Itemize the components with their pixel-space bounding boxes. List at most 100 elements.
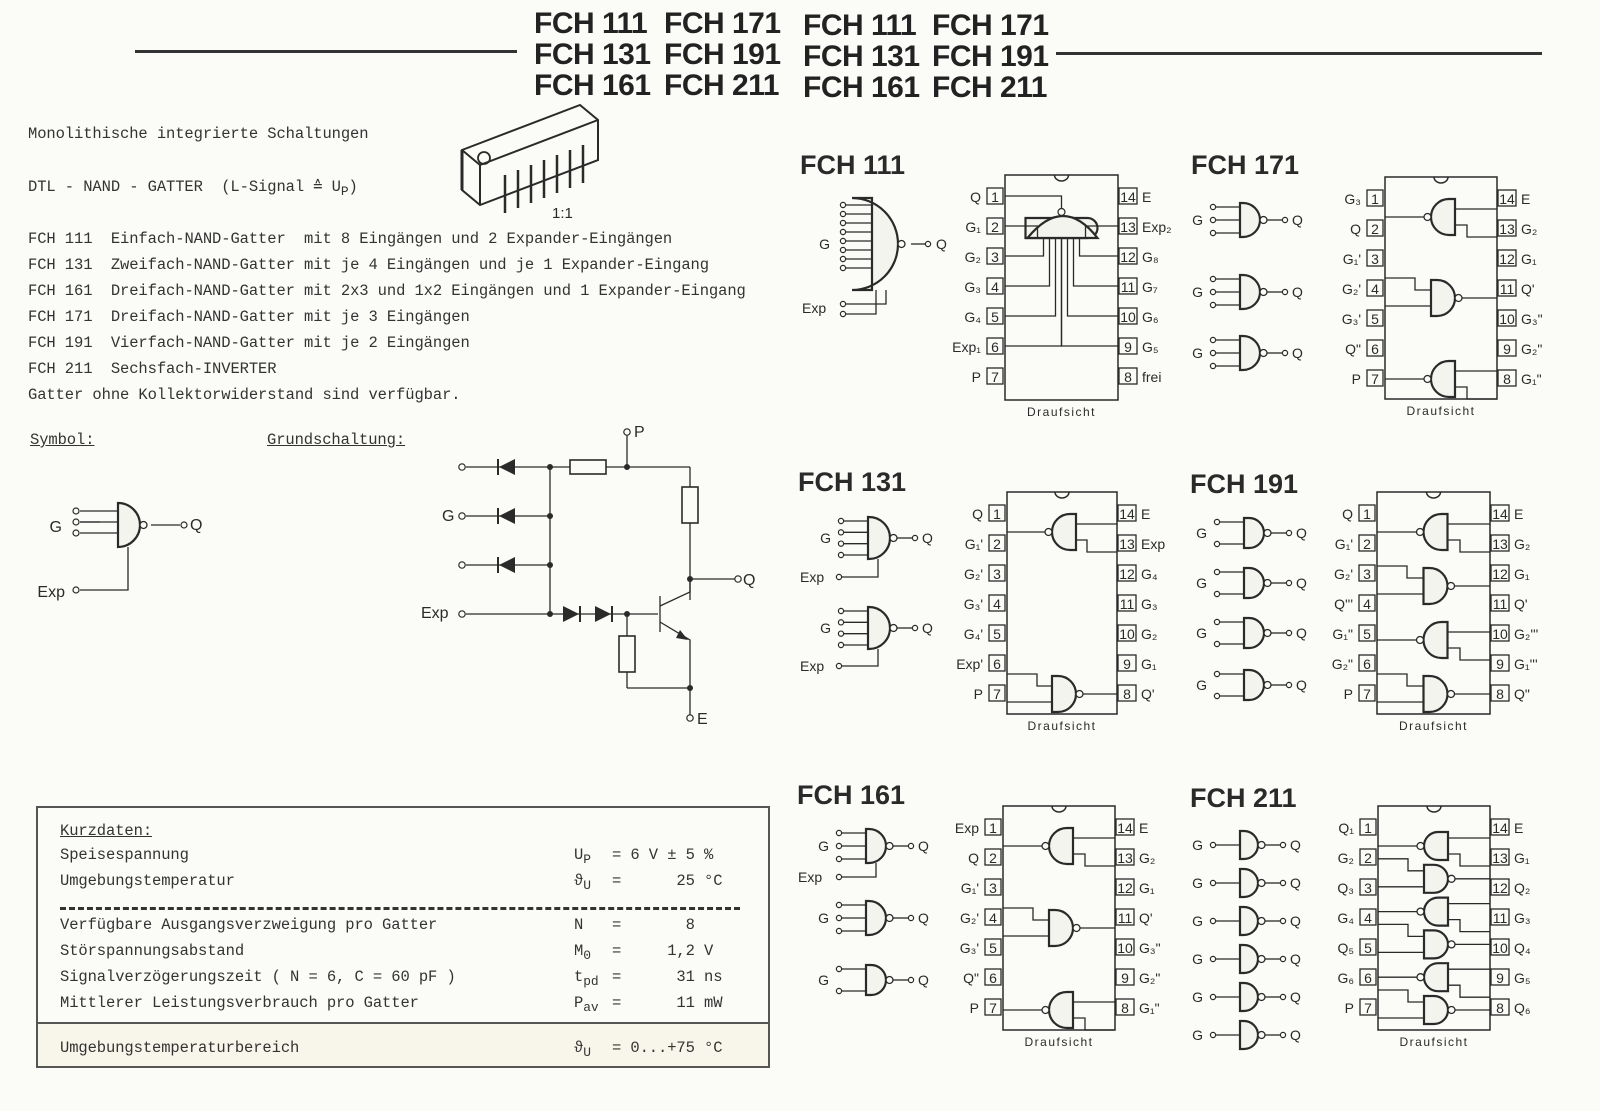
kurzdaten-box: Kurzdaten: — [36, 806, 770, 1068]
pin-label-right: G₂ — [1514, 536, 1530, 552]
gate-body — [1025, 214, 1100, 240]
pin-label-right: G₄ — [1141, 566, 1158, 582]
type-code: FCH 191 — [28, 334, 93, 352]
pin-number: 8 — [1503, 371, 1511, 387]
kurzdaten-heading: Kurzdaten: — [60, 822, 153, 840]
header-title-fch211: FCH 211 — [664, 69, 779, 102]
input-terminal — [458, 463, 466, 471]
pin-box-right — [1117, 504, 1137, 522]
input-terminal — [835, 855, 843, 863]
pin-label-right: Q' — [1514, 596, 1528, 612]
wire — [1448, 853, 1490, 867]
expander-label: Exp — [800, 658, 824, 674]
kurzdaten-row-symbol: ϑU — [574, 872, 591, 894]
transistor-collector — [659, 579, 691, 607]
pin-box-left — [984, 938, 1002, 956]
inversion-bubble — [1075, 689, 1084, 699]
expander-label: Exp — [798, 869, 822, 885]
pin-box-right — [1497, 369, 1517, 387]
pin-box-left — [986, 367, 1004, 385]
diode-triangle — [563, 606, 579, 622]
inversion-bubble — [1447, 940, 1456, 949]
input-terminal — [837, 607, 845, 615]
pin-box-right — [1490, 968, 1510, 986]
pin-number: 8 — [1124, 369, 1132, 385]
expander-label: Exp — [800, 569, 824, 585]
output-label-q: Q — [1292, 345, 1303, 361]
wire — [1005, 238, 1045, 257]
expander-terminal — [835, 873, 843, 881]
pin-number: 2 — [993, 536, 1001, 552]
nand-gate-icon — [1238, 867, 1266, 899]
nand-gate-icon — [1041, 826, 1075, 866]
pin-label-left: Q — [968, 850, 979, 866]
pin-label-left: Q" — [1345, 341, 1361, 357]
pin-label-left: Exp' — [956, 656, 983, 672]
output-label-q: Q — [1296, 575, 1307, 591]
chip-outline — [1376, 491, 1491, 715]
pin-number: 4 — [1363, 596, 1371, 612]
pin-label-left: Q — [972, 506, 983, 522]
input-label-g: G — [1192, 1027, 1203, 1043]
pin-number: 4 — [1371, 281, 1379, 297]
pin-number: 12 — [1117, 880, 1133, 896]
pin-label-right: Q' — [1521, 281, 1535, 297]
pin-label-left: G₃ — [964, 279, 981, 295]
pin-box-left — [1366, 309, 1384, 327]
inversion-bubble — [1423, 374, 1432, 384]
nand-gate-icon — [1422, 863, 1456, 894]
output-terminal — [1285, 681, 1293, 689]
diode-triangle — [499, 459, 515, 475]
nand-gate-icon — [1429, 278, 1463, 318]
nand-gate-icon — [1041, 990, 1075, 1030]
pin-label-left: P — [1344, 686, 1353, 702]
gate-body — [1238, 905, 1260, 937]
pin-box-right — [1118, 277, 1138, 295]
pin-label-right: G₆ — [1142, 309, 1159, 325]
circuit-heading: Grundschaltung: — [267, 431, 406, 449]
pin-label-right: Exp — [1141, 536, 1165, 552]
input-terminal — [1213, 590, 1221, 598]
expander-terminal — [839, 310, 847, 318]
type-row: FCH 171 Dreifach-NAND-Gatter mit je 3 Ei… — [28, 308, 470, 326]
inversion-bubble — [889, 533, 898, 543]
circuit-label-exp: Exp — [421, 605, 449, 622]
pin-box-left — [988, 624, 1006, 642]
terminal-q — [734, 575, 742, 583]
kurzdaten-row-label: Speisespannung — [60, 846, 189, 864]
input-terminal — [458, 561, 466, 569]
symbol-subscript: U — [583, 878, 591, 894]
input-terminal — [1209, 216, 1217, 224]
pin-number: 9 — [1503, 341, 1511, 357]
pin-box-right — [1497, 309, 1517, 327]
input-terminal — [839, 219, 847, 227]
type-desc: Zweifach-NAND-Gatter mit je 4 Eingängen … — [110, 256, 709, 274]
output-terminal — [1279, 879, 1287, 887]
pin-label-right: G₃ — [1141, 596, 1158, 612]
pin-box-left — [988, 654, 1006, 672]
pin-number: 10 — [1119, 626, 1135, 642]
pin-number: 5 — [993, 626, 1001, 642]
dtl-end: ) — [348, 178, 358, 196]
pin-box-right — [1497, 279, 1517, 297]
pin-box-right — [1490, 564, 1510, 582]
inversion-bubble — [1263, 528, 1272, 538]
output-terminal — [1281, 349, 1289, 357]
pin-label-right: Q' — [1139, 910, 1153, 926]
inversion-bubble — [885, 913, 894, 923]
gate-body — [1422, 674, 1449, 714]
header-title-fch171: FCH 171 — [664, 7, 781, 40]
output-terminal — [907, 976, 915, 984]
pin-box-right — [1117, 594, 1137, 612]
inversion-bubble — [1257, 840, 1266, 850]
input-label-g: G — [1196, 575, 1207, 591]
header-title-fch161: FCH 161 — [534, 69, 651, 102]
pin-box-right — [1117, 684, 1137, 702]
pin-number: 11 — [1493, 596, 1508, 612]
input-terminal — [837, 529, 845, 536]
pin-box-right — [1115, 878, 1135, 896]
pin-label-left: Q — [1350, 221, 1361, 237]
pin-label-left: P — [970, 1000, 979, 1016]
inversion-bubble — [1415, 527, 1425, 537]
pin-number: 10 — [1492, 626, 1508, 642]
